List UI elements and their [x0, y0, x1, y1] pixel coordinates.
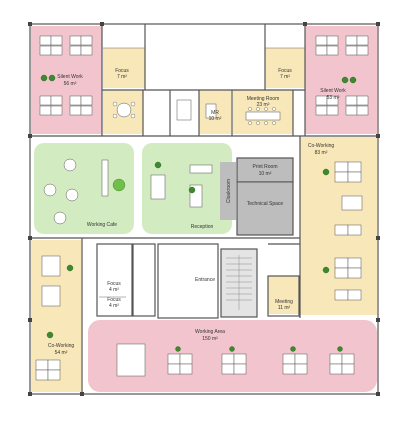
label-meeting-room-area: 23 m² — [257, 102, 270, 108]
label-focus-small-1: Focus — [107, 281, 121, 287]
label-print-room-area: 10 m² — [259, 171, 272, 177]
label-meeting-small: Meeting — [275, 299, 293, 305]
label-mr-area: 10 m² — [209, 116, 222, 122]
furniture-co-working-left — [35, 255, 74, 381]
label-working-cafe: Working Cafe — [87, 222, 117, 228]
zone-technical-space — [237, 183, 293, 235]
label-focus-left: Focus — [115, 68, 129, 74]
columns — [28, 22, 380, 396]
label-silent-work-left: Silent Work — [57, 74, 83, 80]
zone-working-cafe — [34, 143, 134, 234]
wall-meeting-small — [267, 275, 300, 317]
label-working-area: Working Area — [195, 329, 225, 335]
furniture-meeting — [112, 99, 281, 125]
room-labels: Silent Work 56 m² Silent Work 53 m² Focu… — [48, 68, 346, 356]
label-print-room: Print Room — [252, 164, 277, 170]
label-focus-small-2: Focus — [107, 297, 121, 303]
label-silent-work-right-area: 53 m² — [327, 95, 340, 101]
furniture-silent-work-right — [315, 35, 369, 116]
furniture-working-area — [116, 343, 355, 377]
zone-focus-left — [103, 48, 145, 88]
wall-wc-block — [96, 243, 133, 317]
label-silent-work-right: Silent Work — [320, 88, 346, 94]
label-reception: Reception — [191, 224, 214, 230]
label-focus-small-1-area: 4 m² — [109, 287, 119, 293]
label-focus-right-area: 7 m² — [280, 74, 290, 80]
label-cloakroom: Cloakroom — [226, 179, 232, 203]
zone-cloakroom — [220, 162, 236, 220]
stairs — [226, 255, 252, 310]
label-focus-right: Focus — [278, 68, 292, 74]
label-entrance: Entrance — [195, 277, 215, 283]
wall-technical-space — [236, 181, 294, 236]
label-meeting-room: Meeting Room — [247, 96, 280, 102]
label-focus-small-2-area: 4 m² — [109, 303, 119, 309]
label-co-working-left-area: 54 m² — [55, 350, 68, 356]
label-co-working-right-area: 83 m² — [315, 150, 328, 156]
furniture-co-working-right — [322, 161, 363, 301]
label-silent-work-left-area: 56 m² — [64, 81, 77, 87]
furniture-silent-work-left — [39, 35, 93, 116]
label-co-working-left: Co-Working — [48, 343, 75, 349]
label-meeting-small-area: 11 m² — [278, 305, 291, 311]
label-co-working-right: Co-Working — [308, 143, 335, 149]
wall-lift-shafts — [132, 243, 156, 317]
label-focus-left-area: 7 m² — [117, 74, 127, 80]
zone-print-room — [237, 158, 293, 182]
wall-stair-core — [220, 248, 258, 318]
furniture-working-cafe — [43, 158, 166, 225]
outer-wall — [29, 23, 379, 395]
wall-entrance — [157, 243, 219, 319]
walls — [29, 23, 379, 395]
zone-focus-right — [265, 48, 305, 88]
zone-meeting-small — [268, 276, 299, 314]
label-working-area-area: 150 m² — [202, 336, 218, 342]
furniture-reception — [188, 164, 213, 208]
label-technical-space: Technical Space — [247, 201, 284, 207]
label-mr: MR — [211, 110, 219, 116]
